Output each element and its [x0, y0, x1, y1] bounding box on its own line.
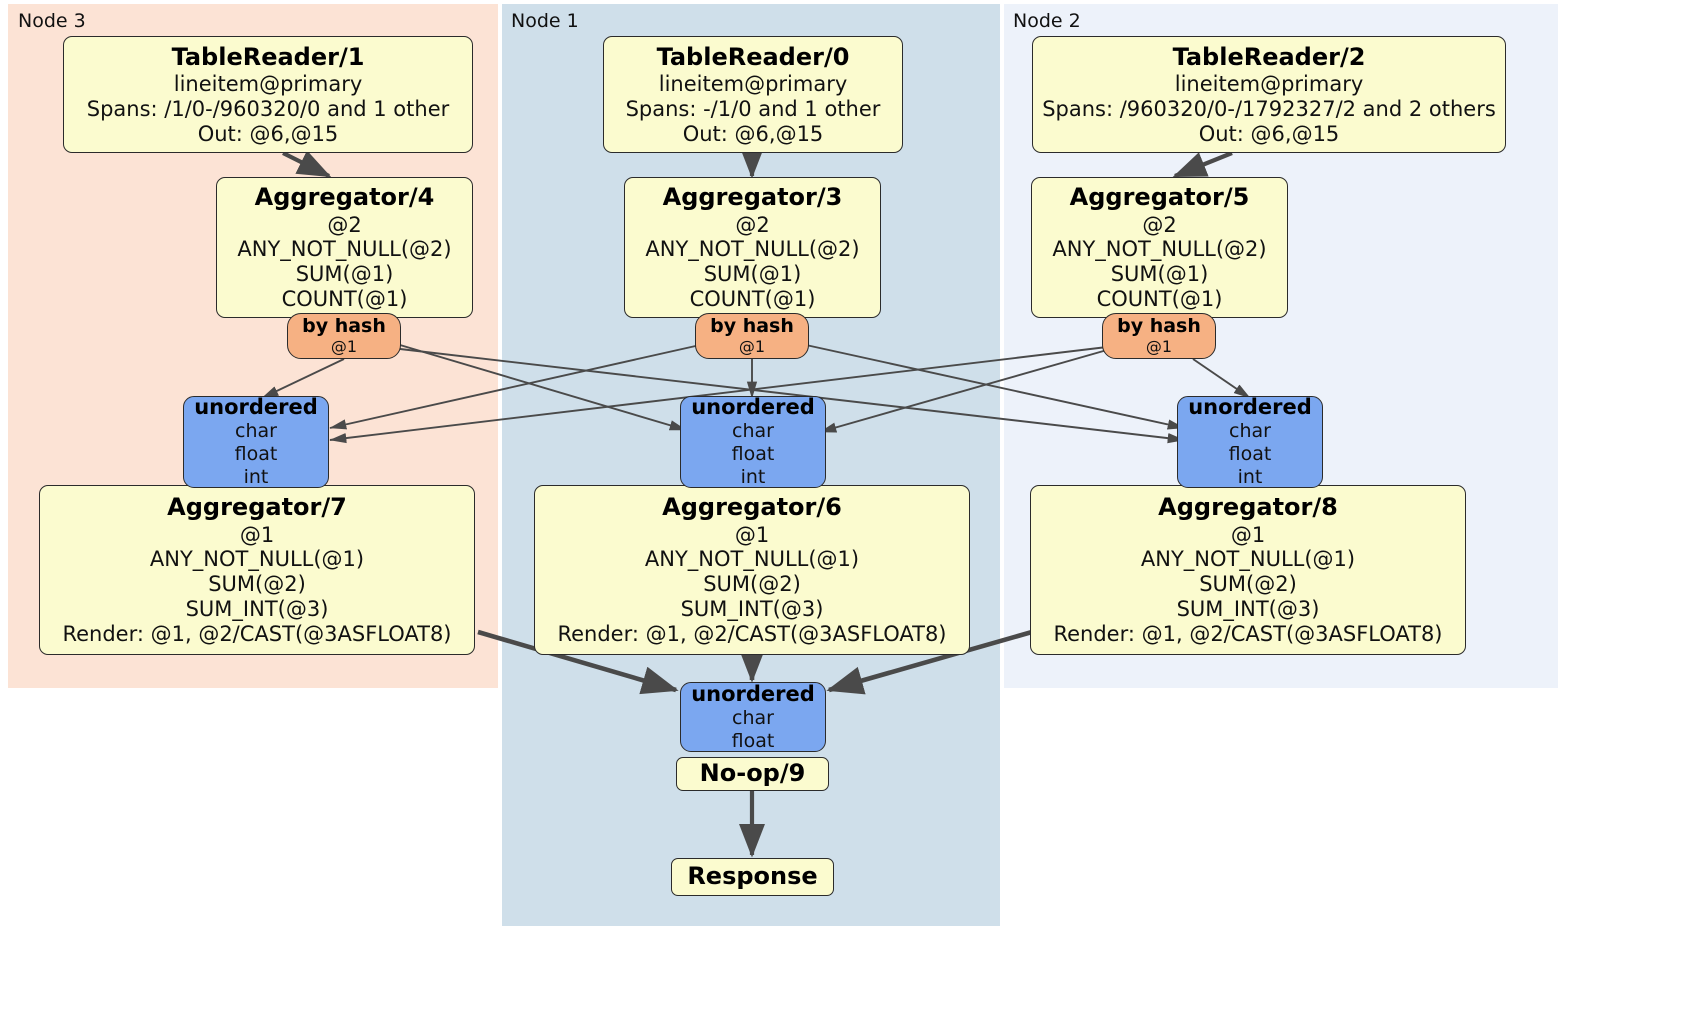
processor-noop-9[interactable]: No-op/9	[676, 757, 829, 791]
synchronizer-unordered-final[interactable]: unordered char float	[680, 682, 826, 752]
processor-aggregator-4[interactable]: Aggregator/4 @2 ANY_NOT_NULL(@2) SUM(@1)…	[216, 177, 473, 318]
processor-detail-line: SUM(@1)	[703, 262, 802, 287]
lane-label-node3: Node 3	[18, 10, 86, 32]
synchronizer-title: unordered	[691, 681, 815, 706]
processor-detail-line: @2	[1142, 212, 1177, 237]
lane-label-node1: Node 1	[511, 10, 579, 32]
router-detail-line: @1	[1145, 336, 1173, 356]
synchronizer-unordered-node1[interactable]: unordered char float int	[680, 395, 826, 488]
processor-detail-line: @1	[239, 522, 275, 547]
lane-label-node2: Node 2	[1013, 10, 1081, 32]
synchronizer-title: unordered	[691, 395, 815, 420]
processor-detail-line: @2	[735, 212, 770, 237]
synchronizer-type-line: int	[1237, 466, 1263, 488]
router-title: by hash	[710, 315, 794, 338]
processor-detail-line: SUM_INT(@3)	[1176, 597, 1320, 622]
processor-detail-line: lineitem@primary	[658, 71, 848, 96]
processor-detail-line: SUM(@2)	[208, 572, 306, 597]
processor-detail-line: ANY_NOT_NULL(@2)	[645, 237, 860, 262]
processor-detail-line: lineitem@primary	[1174, 71, 1364, 96]
processor-title: Aggregator/8	[1158, 493, 1338, 522]
processor-detail-line: Out: @6,@15	[197, 121, 339, 146]
processor-aggregator-7[interactable]: Aggregator/7 @1 ANY_NOT_NULL(@1) SUM(@2)…	[39, 485, 475, 655]
router-detail-line: @1	[330, 336, 358, 356]
processor-aggregator-3[interactable]: Aggregator/3 @2 ANY_NOT_NULL(@2) SUM(@1)…	[624, 177, 881, 318]
processor-title: Aggregator/7	[167, 493, 347, 522]
synchronizer-type-line: int	[740, 466, 766, 488]
processor-aggregator-8[interactable]: Aggregator/8 @1 ANY_NOT_NULL(@1) SUM(@2)…	[1030, 485, 1466, 655]
processor-table-reader-1[interactable]: TableReader/1 lineitem@primary Spans: /1…	[63, 36, 473, 153]
synchronizer-unordered-node2[interactable]: unordered char float int	[1177, 395, 1323, 488]
processor-title: Response	[687, 862, 818, 891]
synchronizer-type-line: float	[234, 443, 278, 466]
synchronizer-title: unordered	[194, 395, 318, 420]
processor-detail-line: SUM_INT(@3)	[680, 597, 824, 622]
processor-detail-line: Spans: /1/0-/960320/0 and 1 other	[86, 96, 450, 121]
router-by-hash-node3[interactable]: by hash @1	[287, 313, 401, 359]
router-title: by hash	[1117, 315, 1201, 338]
synchronizer-unordered-node3[interactable]: unordered char float int	[183, 395, 329, 488]
processor-title: No-op/9	[699, 759, 806, 788]
processor-title: Aggregator/4	[254, 183, 435, 212]
processor-table-reader-0[interactable]: TableReader/0 lineitem@primary Spans: -/…	[603, 36, 903, 153]
processor-detail-line: Spans: /960320/0-/1792327/2 and 2 others	[1042, 96, 1496, 121]
processor-detail-line: @2	[327, 212, 362, 237]
processor-detail-line: Spans: -/1/0 and 1 other	[625, 96, 881, 121]
processor-detail-line: COUNT(@1)	[689, 286, 816, 311]
router-detail-line: @1	[738, 336, 766, 356]
processor-title: TableReader/0	[656, 42, 850, 71]
processor-title: TableReader/2	[1172, 42, 1366, 71]
processor-response[interactable]: Response	[671, 858, 834, 896]
processor-detail-line: ANY_NOT_NULL(@2)	[1052, 237, 1267, 262]
processor-detail-line: COUNT(@1)	[1096, 286, 1223, 311]
synchronizer-type-line: float	[731, 443, 775, 466]
processor-detail-line: @1	[1230, 522, 1266, 547]
processor-detail-line: ANY_NOT_NULL(@1)	[644, 547, 860, 572]
processor-detail-line: lineitem@primary	[173, 71, 363, 96]
processor-title: Aggregator/5	[1069, 183, 1250, 212]
synchronizer-title: unordered	[1188, 395, 1312, 420]
processor-detail-line: ANY_NOT_NULL(@1)	[1140, 547, 1356, 572]
processor-aggregator-5[interactable]: Aggregator/5 @2 ANY_NOT_NULL(@2) SUM(@1)…	[1031, 177, 1288, 318]
processor-detail-line: SUM(@1)	[295, 262, 394, 287]
processor-render-line: Render: @1, @2/CAST(@3ASFLOAT8)	[557, 621, 947, 646]
processor-detail-line: SUM(@2)	[703, 572, 801, 597]
synchronizer-type-line: float	[731, 729, 775, 752]
processor-detail-line: ANY_NOT_NULL(@1)	[149, 547, 365, 572]
synchronizer-type-line: char	[732, 706, 774, 729]
synchronizer-type-line: int	[243, 466, 269, 488]
processor-title: Aggregator/6	[662, 493, 842, 522]
processor-detail-line: Out: @6,@15	[682, 121, 824, 146]
synchronizer-type-line: float	[1228, 443, 1272, 466]
processor-detail-line: SUM(@1)	[1110, 262, 1209, 287]
processor-detail-line: @1	[734, 522, 770, 547]
processor-detail-line: ANY_NOT_NULL(@2)	[237, 237, 452, 262]
synchronizer-type-line: char	[732, 420, 774, 443]
processor-title: TableReader/1	[171, 42, 365, 71]
synchronizer-type-line: char	[1229, 420, 1271, 443]
processor-detail-line: SUM(@2)	[1199, 572, 1297, 597]
processor-render-line: Render: @1, @2/CAST(@3ASFLOAT8)	[1053, 621, 1443, 646]
router-by-hash-node2[interactable]: by hash @1	[1102, 313, 1216, 359]
router-by-hash-node1[interactable]: by hash @1	[695, 313, 809, 359]
processor-detail-line: SUM_INT(@3)	[185, 597, 329, 622]
processor-detail-line: COUNT(@1)	[281, 286, 408, 311]
router-title: by hash	[302, 315, 386, 338]
synchronizer-type-line: char	[235, 420, 277, 443]
processor-aggregator-6[interactable]: Aggregator/6 @1 ANY_NOT_NULL(@1) SUM(@2)…	[534, 485, 970, 655]
processor-table-reader-2[interactable]: TableReader/2 lineitem@primary Spans: /9…	[1032, 36, 1506, 153]
processor-detail-line: Out: @6,@15	[1198, 121, 1340, 146]
processor-title: Aggregator/3	[662, 183, 843, 212]
processor-render-line: Render: @1, @2/CAST(@3ASFLOAT8)	[62, 621, 452, 646]
